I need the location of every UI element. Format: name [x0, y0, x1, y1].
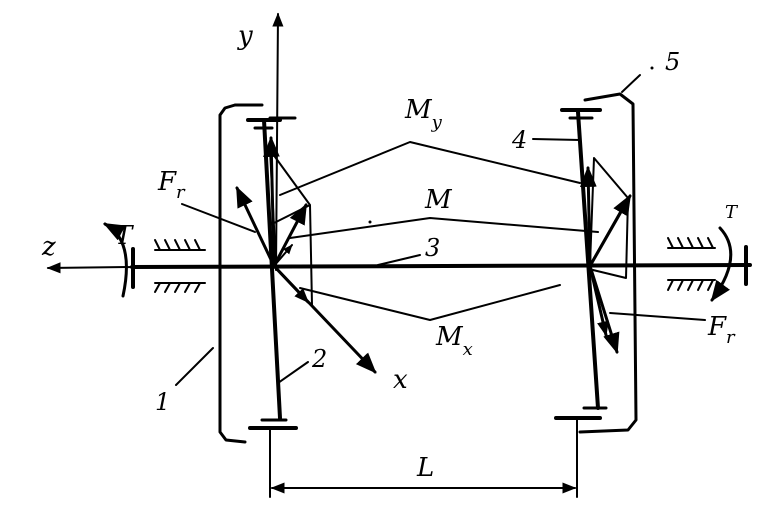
left-mx-vector	[272, 264, 310, 304]
moment-label: M	[424, 185, 453, 215]
part1-leader	[175, 347, 214, 386]
part-2-label: 2	[311, 345, 327, 373]
m-leader	[289, 217, 599, 239]
part2-leader	[277, 361, 309, 384]
mx-leader	[299, 284, 561, 321]
dot-near-m	[368, 220, 372, 224]
length-label: L	[416, 453, 434, 483]
left-housing	[218, 103, 264, 444]
part-5-label: 5	[665, 48, 680, 76]
z-axis-arrow	[46, 262, 134, 274]
part-3-label: 3	[425, 234, 440, 262]
force-right-label: Fr	[707, 312, 736, 348]
part3-leader	[377, 254, 421, 266]
fr-left-leader	[181, 203, 256, 233]
y-axis-label: y	[237, 21, 253, 51]
x-axis-label: x	[393, 365, 408, 395]
right-plate	[576, 110, 600, 410]
moment-y-label: My	[404, 95, 443, 133]
moment-x-label: Mx	[435, 322, 473, 360]
left-m-vector	[272, 203, 308, 268]
part5-leader	[621, 74, 641, 93]
torque-right-label: T	[725, 202, 739, 223]
left-small-vector	[273, 244, 293, 267]
left-plate	[262, 118, 282, 420]
left-fr-vector	[235, 186, 276, 268]
force-left-label: Fr	[157, 167, 186, 203]
dot-near-5	[650, 66, 654, 70]
right-torque-arc	[710, 226, 733, 302]
my-leader	[279, 141, 581, 196]
left-torque-arc	[103, 222, 128, 298]
main-shaft	[130, 263, 752, 269]
right-m-vector	[588, 194, 632, 268]
z-axis-label: z	[41, 232, 56, 262]
torque-left-label: T	[115, 221, 134, 251]
part-4-label: 4	[511, 126, 527, 154]
part4-leader	[532, 138, 581, 141]
right-down-vector	[588, 264, 609, 337]
right-up-vector	[579, 165, 597, 268]
right-housing	[578, 92, 638, 434]
right-force-polygon	[589, 157, 629, 279]
part-1-label: 1	[155, 388, 170, 416]
fr-right-leader	[609, 312, 706, 321]
left-bearing-support	[154, 239, 206, 293]
y-axis	[272, 12, 284, 271]
left-my-vector	[263, 135, 280, 268]
